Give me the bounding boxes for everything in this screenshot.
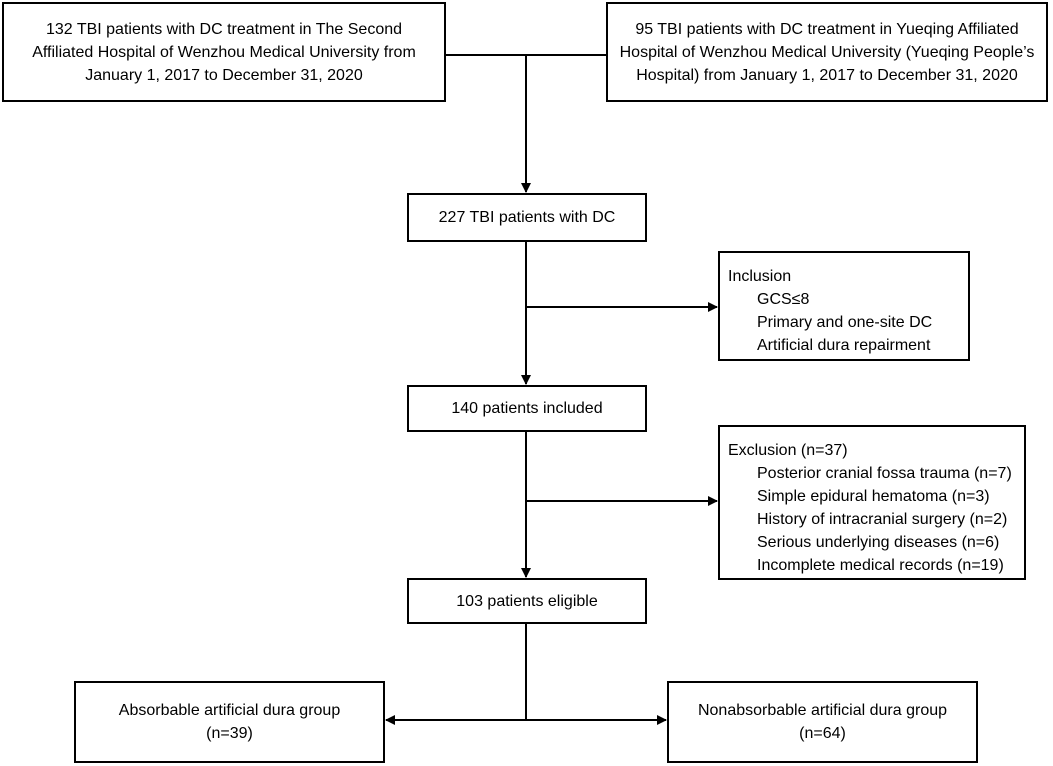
source-box-left: 132 TBI patients with DC treatment in Th… (2, 2, 446, 102)
exclusion-item: Simple epidural hematoma (n=3) (757, 488, 990, 505)
exclusion-item: Incomplete medical records (n=19) (757, 557, 1004, 574)
inclusion-box: Inclusion GCS≤8 Primary and one-site DC … (718, 251, 970, 361)
included-box: 140 patients included (407, 385, 647, 432)
exclusion-title: Exclusion (n=37) (728, 442, 848, 459)
inclusion-title: Inclusion (728, 268, 792, 285)
source-right-line: 95 TBI patients with DC treatment in Yue… (635, 20, 1019, 38)
absorbable-group-count: (n=39) (206, 725, 253, 742)
eligible-box: 103 patients eligible (407, 578, 647, 624)
source-right-line: Hospital of Wenzhou Medical University (… (619, 43, 1035, 61)
included-label: 140 patients included (451, 400, 603, 417)
merged-label: 227 TBI patients with DC (438, 209, 616, 226)
source-box-right: 95 TBI patients with DC treatment in Yue… (606, 2, 1048, 102)
merged-box: 227 TBI patients with DC (407, 193, 647, 242)
source-left-line: Affiliated Hospital of Wenzhou Medical U… (32, 43, 416, 61)
source-left-line: January 1, 2017 to December 31, 2020 (85, 66, 363, 84)
source-right-line: Hospital) from January 1, 2017 to Decemb… (636, 66, 1018, 84)
nonabsorbable-group-label: Nonabsorbable artificial dura group (697, 702, 948, 719)
exclusion-item: History of intracranial surgery (n=2) (757, 511, 1008, 528)
exclusion-box: Exclusion (n=37) Posterior cranial fossa… (718, 425, 1026, 580)
inclusion-item: Artificial dura repairment (757, 337, 931, 354)
nonabsorbable-group-box: Nonabsorbable artificial dura group (n=6… (667, 681, 978, 763)
nonabsorbable-group-count: (n=64) (799, 725, 846, 742)
exclusion-item: Serious underlying diseases (n=6) (757, 534, 1000, 551)
inclusion-item: GCS≤8 (757, 291, 810, 308)
source-left-line: 132 TBI patients with DC treatment in Th… (45, 20, 403, 38)
absorbable-group-label: Absorbable artificial dura group (118, 702, 341, 719)
exclusion-item: Posterior cranial fossa trauma (n=7) (757, 465, 1012, 482)
eligible-label: 103 patients eligible (456, 592, 598, 610)
absorbable-group-box: Absorbable artificial dura group (n=39) (74, 681, 385, 763)
inclusion-item: Primary and one-site DC (757, 314, 933, 331)
